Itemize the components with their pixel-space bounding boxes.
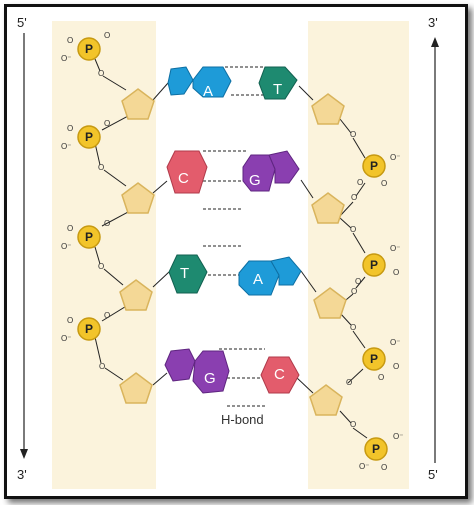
oxygen-label: O <box>346 378 352 387</box>
svg-text:O⁻: O⁻ <box>61 334 71 343</box>
left-phosphates: P O O O⁻ P O O O⁻ P O O O⁻ P O O O⁻ <box>61 31 110 343</box>
right-sugars <box>309 93 347 416</box>
oxygen-label: O <box>98 262 104 271</box>
base-left-purine: G <box>164 348 230 394</box>
svg-text:P: P <box>370 159 378 173</box>
svg-text:O: O <box>104 219 110 228</box>
right-backbone-band <box>308 21 409 489</box>
svg-text:O: O <box>67 36 73 45</box>
base-letter: T <box>180 265 189 282</box>
right-direction-arrow <box>431 37 439 463</box>
phosphate-group: P O⁻ O O <box>357 153 400 188</box>
svg-text:P: P <box>85 42 93 56</box>
right-top-3prime-label: 3' <box>428 15 438 30</box>
svg-text:P: P <box>85 322 93 336</box>
svg-text:O⁻: O⁻ <box>390 153 400 162</box>
svg-text:O⁻: O⁻ <box>61 242 71 251</box>
base-pair-1: A T <box>167 66 298 100</box>
svg-text:O: O <box>67 224 73 233</box>
right-phosphates: P O⁻ O O P O⁻ O O P O⁻ O O P O⁻ O⁻ O <box>355 153 403 472</box>
sugar-pentagon <box>313 287 347 319</box>
base-right-purine: G <box>242 150 300 192</box>
oxygen-label: O <box>350 225 356 234</box>
sugar-pentagon <box>309 384 343 416</box>
phosphate-group: P O⁻ O O <box>362 338 400 382</box>
dna-diagram: 5' 3' 3' 5' H-bond <box>17 15 439 489</box>
svg-text:O⁻: O⁻ <box>390 244 400 253</box>
base-left-pyrimidine: T <box>168 254 208 294</box>
svg-text:O⁻: O⁻ <box>61 142 71 151</box>
phosphate-group: P O⁻ O⁻ O <box>359 432 403 472</box>
svg-text:P: P <box>372 442 380 456</box>
left-direction-arrow <box>20 33 28 459</box>
base-letter: G <box>204 370 216 387</box>
phosphate-group: P O O O⁻ <box>61 311 110 343</box>
base-left-pyrimidine: C <box>166 150 208 194</box>
base-letter: A <box>253 271 263 288</box>
svg-text:O: O <box>357 178 363 187</box>
sugar-pentagon <box>121 182 155 214</box>
phosphate-group: P O⁻ O O <box>355 244 400 286</box>
right-bottom-5prime-label: 5' <box>428 467 438 482</box>
base-pair-2: C G <box>166 150 300 194</box>
oxygen-label: O <box>351 287 357 296</box>
base-ring-6 <box>192 66 232 98</box>
oxygen-label: O <box>98 163 104 172</box>
svg-text:O: O <box>393 362 399 371</box>
backbone-oxygen-labels: O O O O O O O O O O O <box>98 69 357 429</box>
base-pair-3: T A <box>168 254 302 296</box>
base-letter: C <box>274 366 285 383</box>
svg-text:O: O <box>381 463 387 472</box>
svg-text:O⁻: O⁻ <box>390 338 400 347</box>
svg-text:P: P <box>370 258 378 272</box>
svg-text:O: O <box>378 373 384 382</box>
svg-text:P: P <box>370 352 378 366</box>
base-pair-4: G C <box>164 348 300 394</box>
oxygen-label: O <box>350 420 356 429</box>
base-right-purine: A <box>238 256 302 296</box>
base-letter: G <box>249 172 261 189</box>
phosphate-group: P O O O⁻ <box>61 219 110 251</box>
svg-text:P: P <box>85 230 93 244</box>
oxygen-label: O <box>350 130 356 139</box>
base-letter: T <box>273 81 282 98</box>
sugar-pentagon <box>311 192 345 224</box>
sugar-pentagon <box>119 279 153 311</box>
sugar-pentagon <box>311 93 345 125</box>
svg-text:O⁻: O⁻ <box>359 462 369 471</box>
svg-text:O: O <box>104 119 110 128</box>
left-bottom-3prime-label: 3' <box>17 467 27 482</box>
hydrogen-bonds <box>203 66 265 407</box>
oxygen-label: O <box>99 362 105 371</box>
oxygen-label: O <box>351 193 357 202</box>
glycosidic-bonds <box>152 82 317 394</box>
svg-text:O: O <box>104 31 110 40</box>
svg-text:O⁻: O⁻ <box>61 54 71 63</box>
base-right-pyrimidine: C <box>260 356 300 394</box>
oxygen-label: O <box>350 323 356 332</box>
svg-text:O⁻: O⁻ <box>393 432 403 441</box>
svg-text:O: O <box>67 316 73 325</box>
dna-diagram-frame: 5' 3' 3' 5' H-bond <box>4 4 468 499</box>
sugar-pentagon <box>119 372 153 404</box>
oxygen-label: O <box>98 69 104 78</box>
svg-text:O: O <box>393 268 399 277</box>
left-top-5prime-label: 5' <box>17 15 27 30</box>
left-sugars <box>119 88 155 404</box>
svg-text:O: O <box>104 311 110 320</box>
base-left-purine: A <box>167 66 232 100</box>
base-ring-5 <box>167 66 194 96</box>
base-letter: A <box>203 83 213 100</box>
sugar-pentagon <box>121 88 155 120</box>
svg-text:O: O <box>67 124 73 133</box>
svg-text:O: O <box>355 277 361 286</box>
phosphate-group: P O O O⁻ <box>61 31 110 63</box>
svg-text:P: P <box>85 130 93 144</box>
base-right-pyrimidine: T <box>258 66 298 100</box>
hbond-label: H-bond <box>221 412 264 427</box>
svg-text:O: O <box>381 179 387 188</box>
phosphate-group: P O O O⁻ <box>61 119 110 151</box>
base-letter: C <box>178 170 189 187</box>
